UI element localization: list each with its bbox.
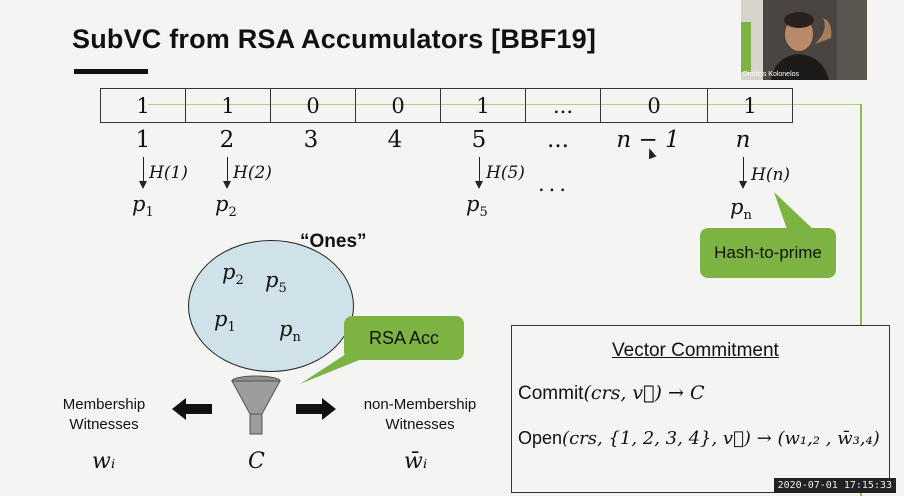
commitment-symbol: C — [248, 449, 265, 474]
vc-commit-line: Commit(crs, v⃗) → C — [518, 382, 705, 404]
recording-timestamp: 2020-07-01 17:15:33 — [773, 478, 896, 493]
nonmembership-witness-symbol: w̄ᵢ — [404, 449, 428, 474]
index-label: n − 1 — [616, 127, 680, 153]
index-label: 5 — [471, 127, 487, 153]
presenter-video — [741, 0, 867, 80]
index-label: 3 — [303, 127, 319, 153]
vc-title: Vector Commitment — [612, 340, 779, 361]
bit-cell: 1 — [441, 89, 526, 122]
set-prime: p2 — [222, 260, 244, 289]
prime-p2: p2 — [215, 192, 237, 221]
index-label: ... — [547, 127, 569, 153]
funnel-icon — [231, 375, 281, 435]
speech-tail — [300, 354, 374, 384]
set-prime: p1 — [214, 307, 236, 336]
bit-cell: 0 — [271, 89, 356, 122]
hash-arrow — [222, 157, 232, 189]
hash-label: H(1) — [149, 163, 188, 183]
hash-label: H(5) — [486, 163, 525, 183]
left-arrow-icon — [172, 398, 212, 420]
set-prime: p5 — [265, 268, 287, 297]
bit-cell: 0 — [356, 89, 441, 122]
index-label: n — [735, 127, 751, 153]
webcam-feed: Dimitris Kolonelos — [741, 0, 867, 80]
prime-p5: p5 — [466, 192, 488, 221]
vector-commitment-box: Vector Commitment Commit(crs, v⃗) → C Op… — [511, 325, 890, 493]
green-guide-top — [148, 104, 862, 105]
hash-label: H(n) — [751, 165, 791, 185]
ellipsis: ... — [538, 172, 571, 196]
ones-label: “Ones” — [300, 231, 367, 252]
rsa-acc-bubble: RSA Acc — [344, 316, 464, 360]
bit-cell: 1 — [186, 89, 271, 122]
index-label: 2 — [219, 127, 235, 153]
green-guide-right — [860, 104, 862, 496]
hash-arrow — [138, 157, 148, 189]
index-label: 4 — [387, 127, 403, 153]
prime-pn: pn — [730, 195, 752, 224]
vc-open-line: Open(crs, {1, 2, 3, 4}, v⃗) → (w₁,₂ , w̄… — [518, 428, 880, 449]
membership-label: Membership Witnesses — [62, 396, 146, 433]
title-underline — [74, 69, 148, 74]
hash-to-prime-bubble: Hash-to-prime — [700, 228, 836, 278]
bit-vector: 1 1 0 0 1 ... 0 1 — [100, 88, 793, 123]
hash-arrow — [738, 157, 748, 189]
hash-label: H(2) — [233, 163, 272, 183]
bit-cell: 1 — [743, 93, 757, 118]
webcam-caption: Dimitris Kolonelos — [743, 71, 800, 78]
bit-cell: 1 — [101, 89, 186, 122]
speech-tail — [774, 192, 816, 238]
nonmembership-label: non-Membership Witnesses — [363, 396, 477, 433]
bit-cell: 0 — [601, 89, 708, 122]
index-label: 1 — [135, 127, 151, 153]
membership-witness-symbol: wᵢ — [92, 449, 116, 474]
right-arrow-icon — [296, 398, 336, 420]
slide-title: SubVC from RSA Accumulators [BBF19] — [72, 24, 597, 54]
set-prime: pn — [279, 317, 301, 346]
ones-set-circle — [188, 240, 354, 372]
prime-p1: p1 — [132, 192, 154, 221]
bit-cell: ... — [526, 89, 601, 122]
hash-arrow — [474, 157, 484, 189]
